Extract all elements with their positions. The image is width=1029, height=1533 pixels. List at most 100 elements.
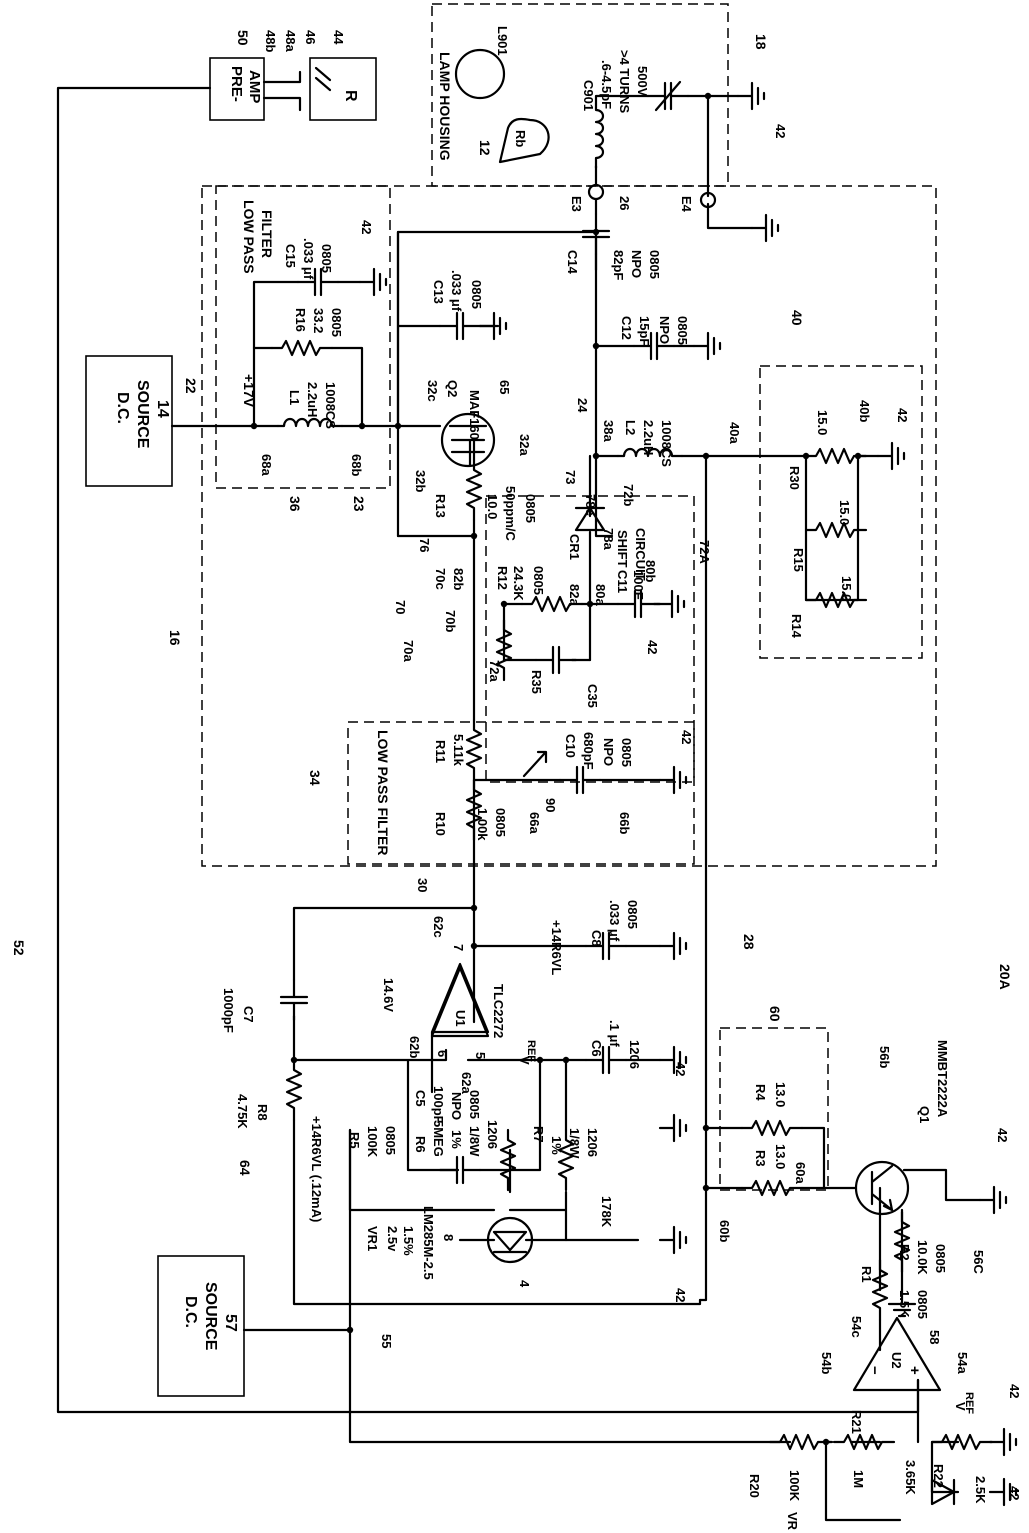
r10-label: 0805 [493, 808, 508, 837]
c901-label: 500V [635, 66, 650, 97]
vr2-1m-label: 1M [851, 1470, 866, 1488]
pin-66b-label: 66b [617, 812, 632, 834]
pin-60b-label: 60b [717, 1220, 732, 1242]
r1-label: R1 [859, 1266, 874, 1283]
r3-resistor [740, 1179, 804, 1197]
r20-resistor [768, 1433, 832, 1451]
dc-source-57-label: 57 [222, 1314, 239, 1332]
c13-label: C13 [431, 280, 446, 304]
vr1-label: VR1 [365, 1226, 380, 1251]
ref-60-label: 60 [767, 1006, 783, 1022]
c6-label: C6 [589, 1040, 604, 1057]
dc-source-57-label: SOURCE [202, 1282, 219, 1351]
c7-capacitor [279, 978, 309, 1022]
r30-label: R30 [787, 466, 802, 490]
q1-emitter [902, 1168, 982, 1202]
c12-label: C12 [619, 316, 634, 340]
ref-48a-label: 48a [283, 30, 298, 52]
vr1-label: LM285M-2.5 [421, 1206, 436, 1280]
r30-label: 15.0 [815, 410, 830, 435]
ref-70-label: 70 [393, 600, 408, 614]
c901-label: C901 [581, 80, 596, 111]
r5-label: 100K [365, 1126, 380, 1158]
junctions [250, 92, 862, 1446]
vr2-label: VR [785, 1512, 800, 1531]
block-60-rails [704, 1126, 858, 1190]
lamp-coil [594, 102, 605, 170]
r35-label: R35 [529, 670, 544, 694]
c14-label: 0805 [647, 250, 662, 279]
vref1-label: V [953, 1402, 968, 1411]
r20-label: R20 [747, 1474, 762, 1498]
lpf-upper-label: FILTER [259, 210, 275, 258]
vr2-diode [930, 1478, 956, 1506]
vref2-label: V [517, 1056, 532, 1065]
pin-56c-label: 56C [971, 1250, 986, 1274]
r1-label: 0805 [915, 1290, 930, 1319]
r1-resistor [871, 1258, 889, 1322]
c5-label: 0805 [467, 1090, 482, 1119]
vr1-label: 2.5v [385, 1226, 400, 1252]
pin-78a-label: 78a [601, 528, 616, 550]
r4-label: 13.0 [773, 1082, 788, 1107]
ref-52-label: 52 [11, 940, 27, 956]
c11-label: 100F [631, 570, 646, 600]
vr2-chain [824, 1440, 960, 1522]
pin-54c-label: 54c [849, 1316, 864, 1338]
e3-terminal [587, 183, 605, 201]
gate-drive [396, 438, 476, 538]
r15-label: R15 [791, 548, 806, 572]
r16-label: 33.2 [311, 308, 326, 333]
l1-label: L1 [287, 390, 302, 405]
c901-label: >4 TURNS [617, 50, 632, 114]
ref-24-label: 24 [575, 398, 590, 413]
r21-label: R21 [849, 1410, 864, 1434]
pin-68a-label: 68a [259, 454, 274, 476]
arrow-90 [522, 750, 548, 778]
r13-resistor [465, 458, 483, 522]
shift-rail [502, 602, 592, 662]
q2-label: Q2 [445, 380, 460, 397]
r5-label: 0805 [383, 1126, 398, 1155]
c8-label: 0805 [625, 900, 640, 929]
ref-20a-label: 20A [997, 964, 1013, 990]
c10-label: C10 [563, 734, 578, 758]
pin-40a-label: 40a [727, 422, 742, 444]
r5-label: R5 [347, 1132, 362, 1149]
components [85, 48, 1018, 1507]
r8-label: 4.75K [235, 1094, 250, 1129]
block-60-frame [719, 1027, 829, 1191]
wire-28 [698, 454, 708, 1302]
c12-label: NPO [657, 316, 672, 344]
ground-symbol [988, 1427, 1018, 1457]
ref-44-label: 44 [331, 30, 346, 45]
shift-circuit-label: SHIFT [615, 530, 630, 568]
r22-value-label: 3.65K [903, 1460, 918, 1495]
u2-opamp [852, 1316, 942, 1392]
r4-resistor [740, 1119, 804, 1137]
ref-30-label: 30 [415, 878, 430, 892]
u1-label: TLC2272 [491, 984, 506, 1038]
c6-label: 1206 [627, 1040, 642, 1069]
ground-symbol [358, 267, 388, 297]
ref-36-label: 36 [287, 496, 303, 512]
r12-label: R12 [495, 566, 510, 590]
r1-label: 1.5K [897, 1290, 912, 1318]
ref-34-label: 34 [307, 770, 323, 786]
r7-label: 1/8W [567, 1128, 582, 1159]
c10-label: 680pF [581, 732, 596, 770]
vr1-zener [458, 1216, 568, 1264]
r11-label: 5.11k [451, 734, 466, 767]
load-40-frame [759, 365, 923, 659]
l2-label: L2 [623, 420, 638, 435]
u1-label: U1 [453, 1010, 468, 1027]
dc-source-57-box [157, 1255, 245, 1397]
l1-label: 2.2uH [305, 382, 320, 417]
r13-label: R13 [433, 494, 448, 518]
ground-symbol [658, 1113, 688, 1143]
r8-resistor [285, 1058, 303, 1122]
r6-label: 1/8W [467, 1126, 482, 1157]
r14-label: R14 [789, 614, 804, 639]
u1-pin5-label: 5 [473, 1052, 488, 1059]
lamp-rb [498, 117, 550, 164]
